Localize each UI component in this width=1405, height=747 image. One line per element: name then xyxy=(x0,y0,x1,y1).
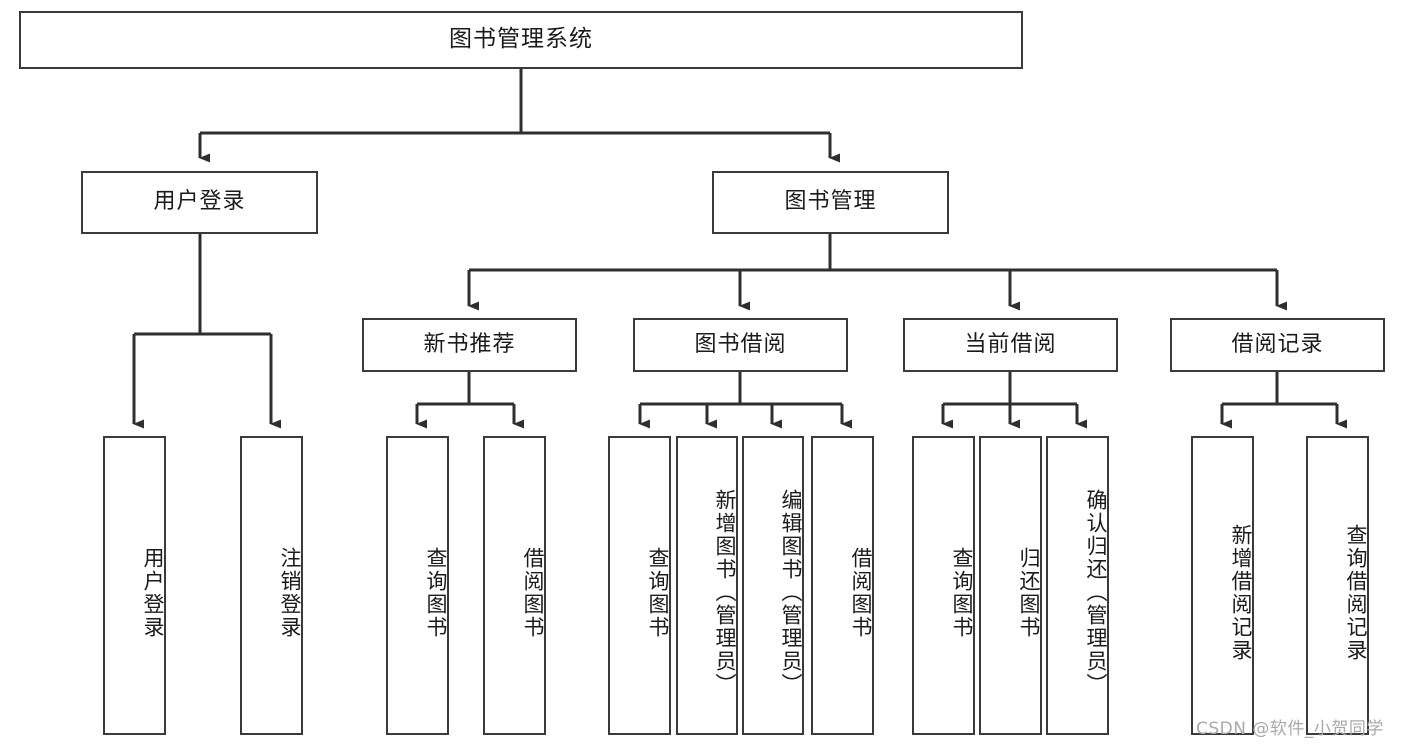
node-label: 注销登录 xyxy=(278,546,302,639)
node-label: 查询图书 xyxy=(424,546,448,639)
node-current-borrow[interactable]: 当前借阅 xyxy=(903,318,1118,372)
node-label: 编辑图书（管理员） xyxy=(779,489,803,696)
node-new-book-recommend[interactable]: 新书推荐 xyxy=(362,318,577,372)
node-label: 用户登录 xyxy=(141,546,165,639)
node-label: 图书借阅 xyxy=(694,331,787,357)
node-leaf-return-book[interactable]: 归还图书 xyxy=(979,436,1042,735)
node-leaf-user-login[interactable]: 用户登录 xyxy=(103,436,166,735)
node-label: 图书管理系统 xyxy=(449,26,593,53)
node-label: 当前借阅 xyxy=(964,331,1057,357)
node-label: 查询借阅记录 xyxy=(1344,523,1368,662)
node-label: 借阅图书 xyxy=(521,546,545,639)
node-leaf-borrow-book[interactable]: 借阅图书 xyxy=(811,436,874,735)
node-leaf-logout[interactable]: 注销登录 xyxy=(240,436,303,735)
node-borrow-record[interactable]: 借阅记录 xyxy=(1170,318,1385,372)
node-label: 借阅图书 xyxy=(849,546,873,639)
node-label: 查询图书 xyxy=(950,546,974,639)
node-leaf-query-book-newbook[interactable]: 查询图书 xyxy=(386,436,449,735)
node-label: 查询图书 xyxy=(646,546,670,639)
node-leaf-add-book-admin[interactable]: 新增图书（管理员） xyxy=(676,436,738,735)
node-leaf-confirm-return-admin[interactable]: 确认归还（管理员） xyxy=(1046,436,1109,735)
node-label: 新增借阅记录 xyxy=(1229,523,1253,662)
node-label: 确认归还（管理员） xyxy=(1084,489,1108,696)
node-label: 新书推荐 xyxy=(423,331,516,357)
node-label: 新增图书（管理员） xyxy=(713,489,737,696)
node-leaf-query-borrow-record[interactable]: 查询借阅记录 xyxy=(1306,436,1369,735)
node-label: 归还图书 xyxy=(1017,546,1041,639)
node-leaf-query-book-current[interactable]: 查询图书 xyxy=(912,436,975,735)
node-label: 图书管理 xyxy=(784,189,877,215)
node-root-system[interactable]: 图书管理系统 xyxy=(19,11,1023,69)
node-leaf-edit-book-admin[interactable]: 编辑图书（管理员） xyxy=(742,436,804,735)
node-book-borrow[interactable]: 图书借阅 xyxy=(633,318,848,372)
node-leaf-add-borrow-record[interactable]: 新增借阅记录 xyxy=(1191,436,1254,735)
node-label: 用户登录 xyxy=(153,189,246,215)
node-label: 借阅记录 xyxy=(1231,331,1324,357)
node-book-management[interactable]: 图书管理 xyxy=(712,171,949,234)
node-leaf-borrow-book-newbook[interactable]: 借阅图书 xyxy=(483,436,546,735)
node-user-login[interactable]: 用户登录 xyxy=(81,171,318,234)
node-leaf-query-book-borrow[interactable]: 查询图书 xyxy=(608,436,671,735)
